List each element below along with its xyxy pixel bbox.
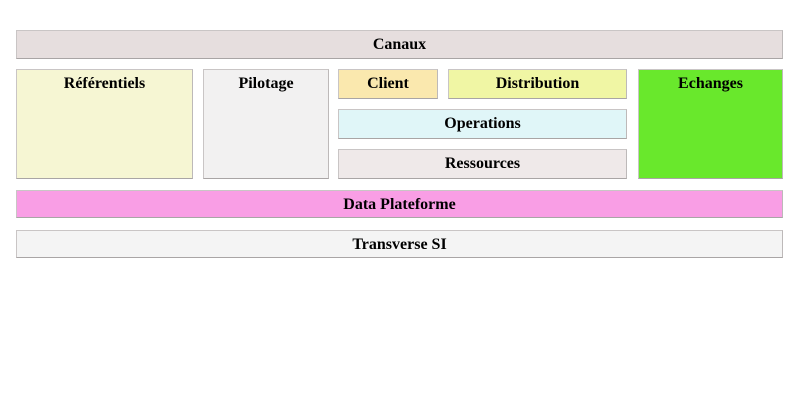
- block-data-plateforme: Data Plateforme: [16, 190, 783, 218]
- block-operations: Operations: [338, 109, 627, 139]
- block-referentiels: Référentiels: [16, 69, 193, 179]
- block-transverse-si: Transverse SI: [16, 230, 783, 258]
- block-pilotage: Pilotage: [203, 69, 329, 179]
- block-echanges: Echanges: [638, 69, 783, 179]
- block-ressources: Ressources: [338, 149, 627, 179]
- block-canaux: Canaux: [16, 30, 783, 59]
- block-client: Client: [338, 69, 438, 99]
- block-distribution: Distribution: [448, 69, 627, 99]
